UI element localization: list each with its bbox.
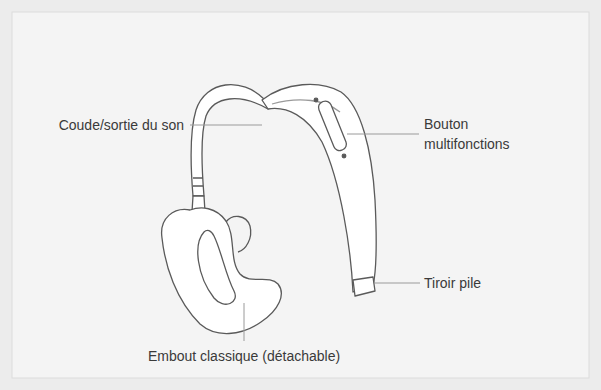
mic-port bbox=[342, 154, 346, 158]
battery-drawer bbox=[353, 277, 375, 296]
earmold-opening bbox=[198, 230, 235, 304]
part-label: Bouton multifonctions bbox=[424, 114, 539, 154]
ear-hook bbox=[191, 85, 268, 196]
earmold-canal bbox=[226, 216, 251, 252]
mic-port bbox=[314, 98, 318, 102]
part-label: Embout classique (détachable) bbox=[148, 346, 340, 366]
multifunction-button bbox=[317, 99, 349, 152]
leader-line bbox=[244, 303, 245, 341]
leader-line bbox=[190, 125, 262, 126]
leader-line bbox=[375, 283, 420, 284]
leader-line bbox=[347, 134, 419, 135]
panel bbox=[12, 12, 589, 378]
part-label: Tiroir pile bbox=[424, 273, 481, 293]
hook-joint bbox=[193, 178, 203, 186]
device-body bbox=[262, 84, 376, 292]
part-label: Coude/sortie du son bbox=[59, 115, 184, 135]
earmold bbox=[162, 208, 282, 334]
